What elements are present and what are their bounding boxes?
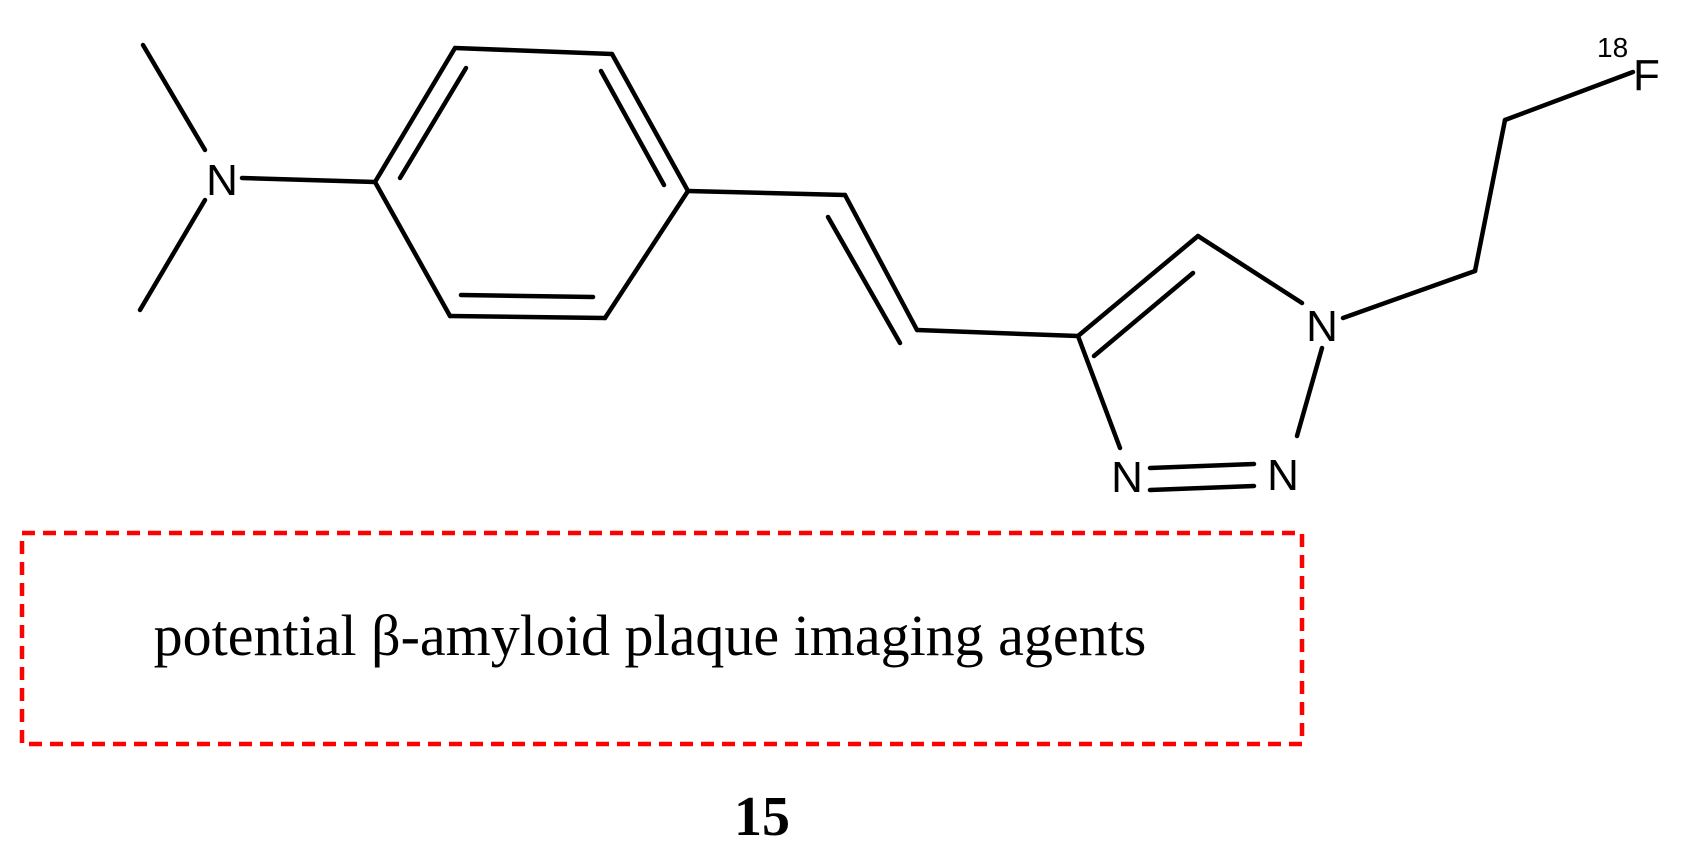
bond-vinyl-double-inner bbox=[825, 214, 903, 346]
compound-number: 15 bbox=[734, 786, 790, 848]
bond-ethyl-cc bbox=[1472, 117, 1508, 274]
bond-n-ethyl bbox=[1340, 268, 1478, 321]
bond-methyl-1 bbox=[140, 42, 208, 153]
annotation-text: potential β-amyloid plaque imaging agent… bbox=[154, 603, 1147, 668]
atom-fluorine-isotope: 18 bbox=[1597, 32, 1628, 63]
bond-n-aryl bbox=[239, 175, 378, 185]
benzene-ring bbox=[372, 45, 691, 321]
triazole-ring bbox=[1075, 233, 1325, 493]
bond-ethyl-f bbox=[1502, 69, 1636, 123]
atom-amine-n: N bbox=[206, 156, 238, 205]
bond-vinyl-triazole bbox=[914, 327, 1081, 339]
bond-vinyl-double bbox=[842, 192, 920, 333]
atom-triazole-n2: N bbox=[1111, 453, 1143, 502]
atom-triazole-n1: N bbox=[1306, 302, 1338, 351]
bond-methyl-2 bbox=[137, 197, 208, 313]
bond-aryl-vinyl bbox=[685, 188, 848, 198]
atom-fluorine: F bbox=[1633, 51, 1660, 100]
atom-triazole-n3: N bbox=[1267, 451, 1299, 500]
annotation-box bbox=[19, 530, 1305, 747]
